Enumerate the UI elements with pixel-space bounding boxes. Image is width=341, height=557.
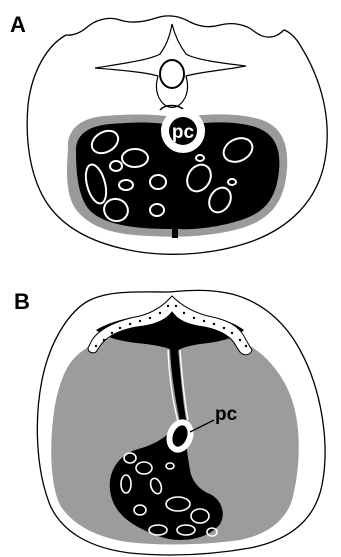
panel-b: B bbox=[14, 289, 325, 555]
panel-b-pc-label: pc bbox=[215, 404, 238, 425]
panel-a-label: A bbox=[10, 12, 26, 37]
panel-a-pc-label: pc bbox=[172, 122, 195, 143]
panel-a: A pc bbox=[10, 12, 327, 254]
panel-b-label: B bbox=[14, 289, 30, 314]
panel-a-spinal-canal bbox=[160, 60, 184, 88]
